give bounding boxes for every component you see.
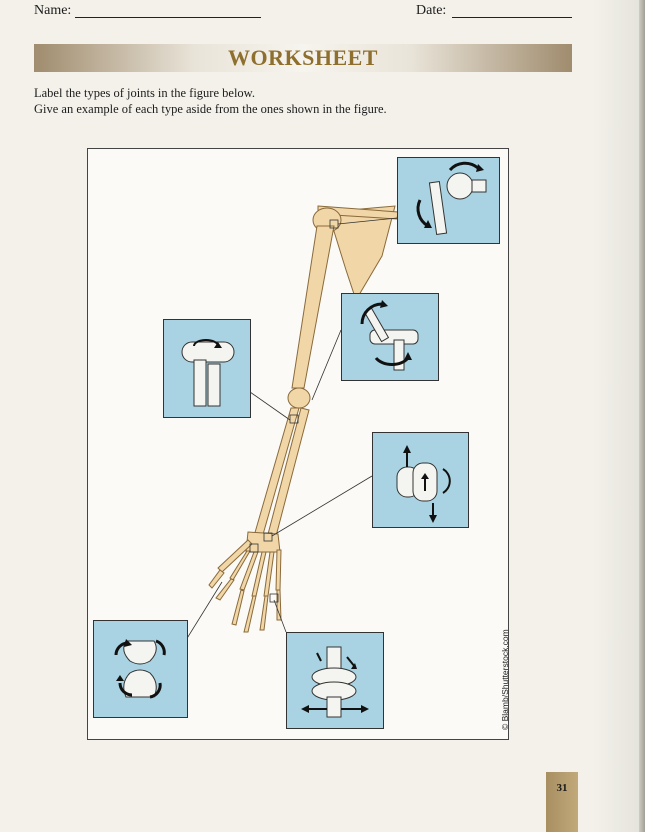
joint-box-condyloid[interactable] (372, 432, 469, 528)
date-label: Date: (416, 3, 447, 18)
pivot-joint-icon (181, 339, 235, 407)
joint-box-pivot[interactable] (163, 319, 251, 418)
page-title: WORKSHEET (228, 45, 378, 70)
saddle-joint-icon (114, 639, 166, 699)
joint-box-saddle[interactable] (93, 620, 188, 718)
date-field-line[interactable] (452, 17, 572, 18)
elbow-bone (287, 387, 311, 409)
joint-box-ball-and-socket[interactable] (397, 157, 500, 244)
name-field-line[interactable] (75, 17, 261, 18)
leader-line-elbow-right (311, 329, 342, 401)
hinge-joint-icon (360, 300, 419, 371)
leader-line-wrist (271, 475, 373, 537)
leader-line-hand (273, 599, 287, 633)
humerus-bone (291, 225, 335, 389)
name-label: Name: (34, 3, 72, 18)
instruction-line-1: Label the types of joints in the figure … (34, 86, 256, 100)
joint-box-hinge[interactable] (341, 293, 439, 381)
page-number: 31 (556, 782, 568, 794)
page-edge (639, 0, 645, 832)
worksheet-banner: WORKSHEET (34, 44, 572, 72)
page-number-tab: 31 (546, 772, 578, 832)
scapula-bone (327, 205, 396, 302)
leader-line-thumb (185, 581, 223, 641)
ball-and-socket-joint-icon (416, 161, 487, 236)
leader-line-shoulder (337, 217, 398, 225)
carpal-bones (245, 531, 281, 553)
leader-line-elbow-left (249, 391, 291, 421)
condyloid-joint-icon (396, 445, 451, 523)
image-credit: © Blamb/Shutterstock.com (500, 629, 510, 730)
instruction-line-2: Give an example of each type aside from … (34, 102, 387, 116)
joint-box-plane[interactable] (286, 632, 384, 729)
plane-joint-icon (301, 646, 369, 718)
